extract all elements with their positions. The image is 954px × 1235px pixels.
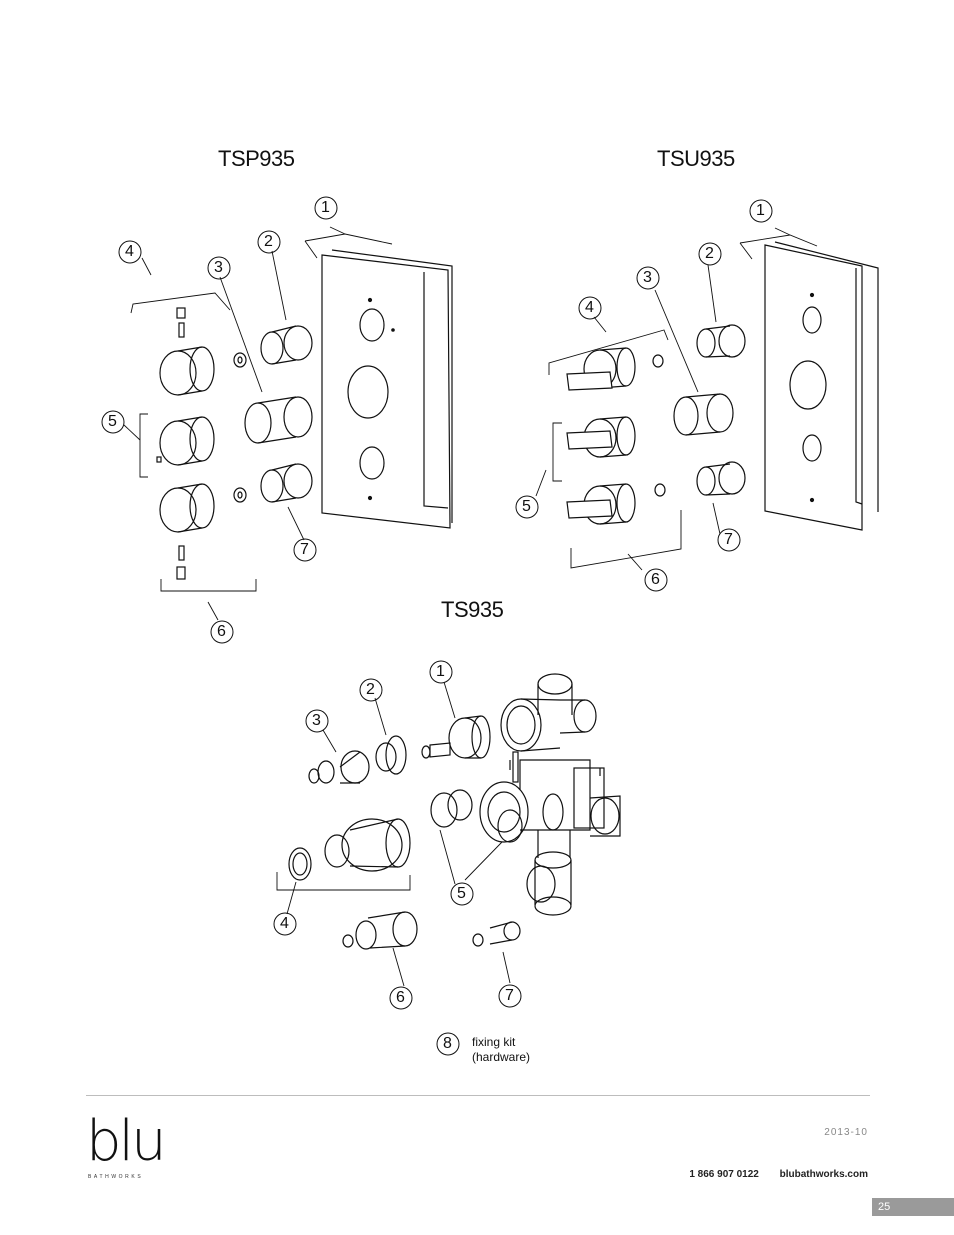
tsu-callout-3: 3 bbox=[643, 269, 652, 286]
contact-info: 1 866 907 0122 blubathworks.com bbox=[671, 1169, 868, 1180]
ts-callout-7: 7 bbox=[505, 987, 514, 1004]
ts-callout-6: 6 bbox=[396, 989, 405, 1006]
tsu-callout-5: 5 bbox=[522, 498, 531, 515]
tsp-knobs bbox=[156, 307, 247, 580]
callout-circles bbox=[101, 196, 773, 1056]
tsu-callout-1: 1 bbox=[756, 202, 765, 219]
ts-callout-2: 2 bbox=[366, 681, 375, 698]
fixing-kit-label: fixing kit (hardware) bbox=[472, 1035, 530, 1065]
ts-valve-body bbox=[479, 673, 621, 916]
ts-cartridges bbox=[288, 715, 523, 950]
tsu-callout-2: 2 bbox=[705, 245, 714, 262]
website-link[interactable]: blubathworks.com bbox=[779, 1169, 868, 1180]
tsu-trim-plate bbox=[764, 241, 879, 531]
tsp-callout-4: 4 bbox=[125, 243, 134, 260]
title-tsu935: TSU935 bbox=[657, 146, 735, 171]
tsp-callout-3: 3 bbox=[214, 259, 223, 276]
ts-callout-3: 3 bbox=[312, 712, 321, 729]
tsu935-diagram bbox=[535, 227, 879, 571]
footer-divider bbox=[86, 1095, 870, 1096]
revision-date: 2013-10 bbox=[824, 1127, 868, 1138]
page-number: 25 bbox=[872, 1198, 954, 1216]
tsp-callout-7: 7 bbox=[300, 541, 309, 558]
tsp-leaders bbox=[123, 226, 393, 621]
tsu-levers bbox=[566, 347, 666, 525]
fixing-kit-line2: (hardware) bbox=[472, 1050, 531, 1064]
tsu-callout-6: 6 bbox=[651, 571, 660, 588]
tsp-callout-6: 6 bbox=[217, 623, 226, 640]
ts-callout-5: 5 bbox=[457, 885, 466, 902]
tsp-callout-2: 2 bbox=[264, 233, 273, 250]
ts935-diagram bbox=[276, 673, 621, 987]
tsp-callout-5: 5 bbox=[108, 413, 117, 430]
tsu-callout-4: 4 bbox=[585, 299, 594, 316]
tsp935-diagram bbox=[123, 226, 453, 621]
title-ts935: TS935 bbox=[441, 597, 504, 622]
tsp-callout-1: 1 bbox=[321, 199, 330, 216]
fixing-kit-line1: fixing kit bbox=[472, 1035, 516, 1049]
ts-callout-4: 4 bbox=[280, 915, 289, 932]
blu-logo-subtitle: BATHWORKS bbox=[88, 1174, 144, 1180]
blu-logo: blu bbox=[86, 1109, 167, 1174]
phone-number: 1 866 907 0122 bbox=[689, 1169, 759, 1180]
title-tsp935: TSP935 bbox=[218, 146, 295, 171]
tsu-leaders bbox=[535, 227, 818, 571]
tsp-rings bbox=[244, 325, 313, 503]
tsu-callout-7: 7 bbox=[724, 531, 733, 548]
tsu-rings bbox=[673, 324, 746, 496]
ts-callout-8: 8 bbox=[443, 1035, 452, 1052]
ts-callout-1: 1 bbox=[436, 663, 445, 680]
tsp-trim-plate bbox=[321, 249, 453, 529]
ts-leaders bbox=[276, 681, 511, 987]
